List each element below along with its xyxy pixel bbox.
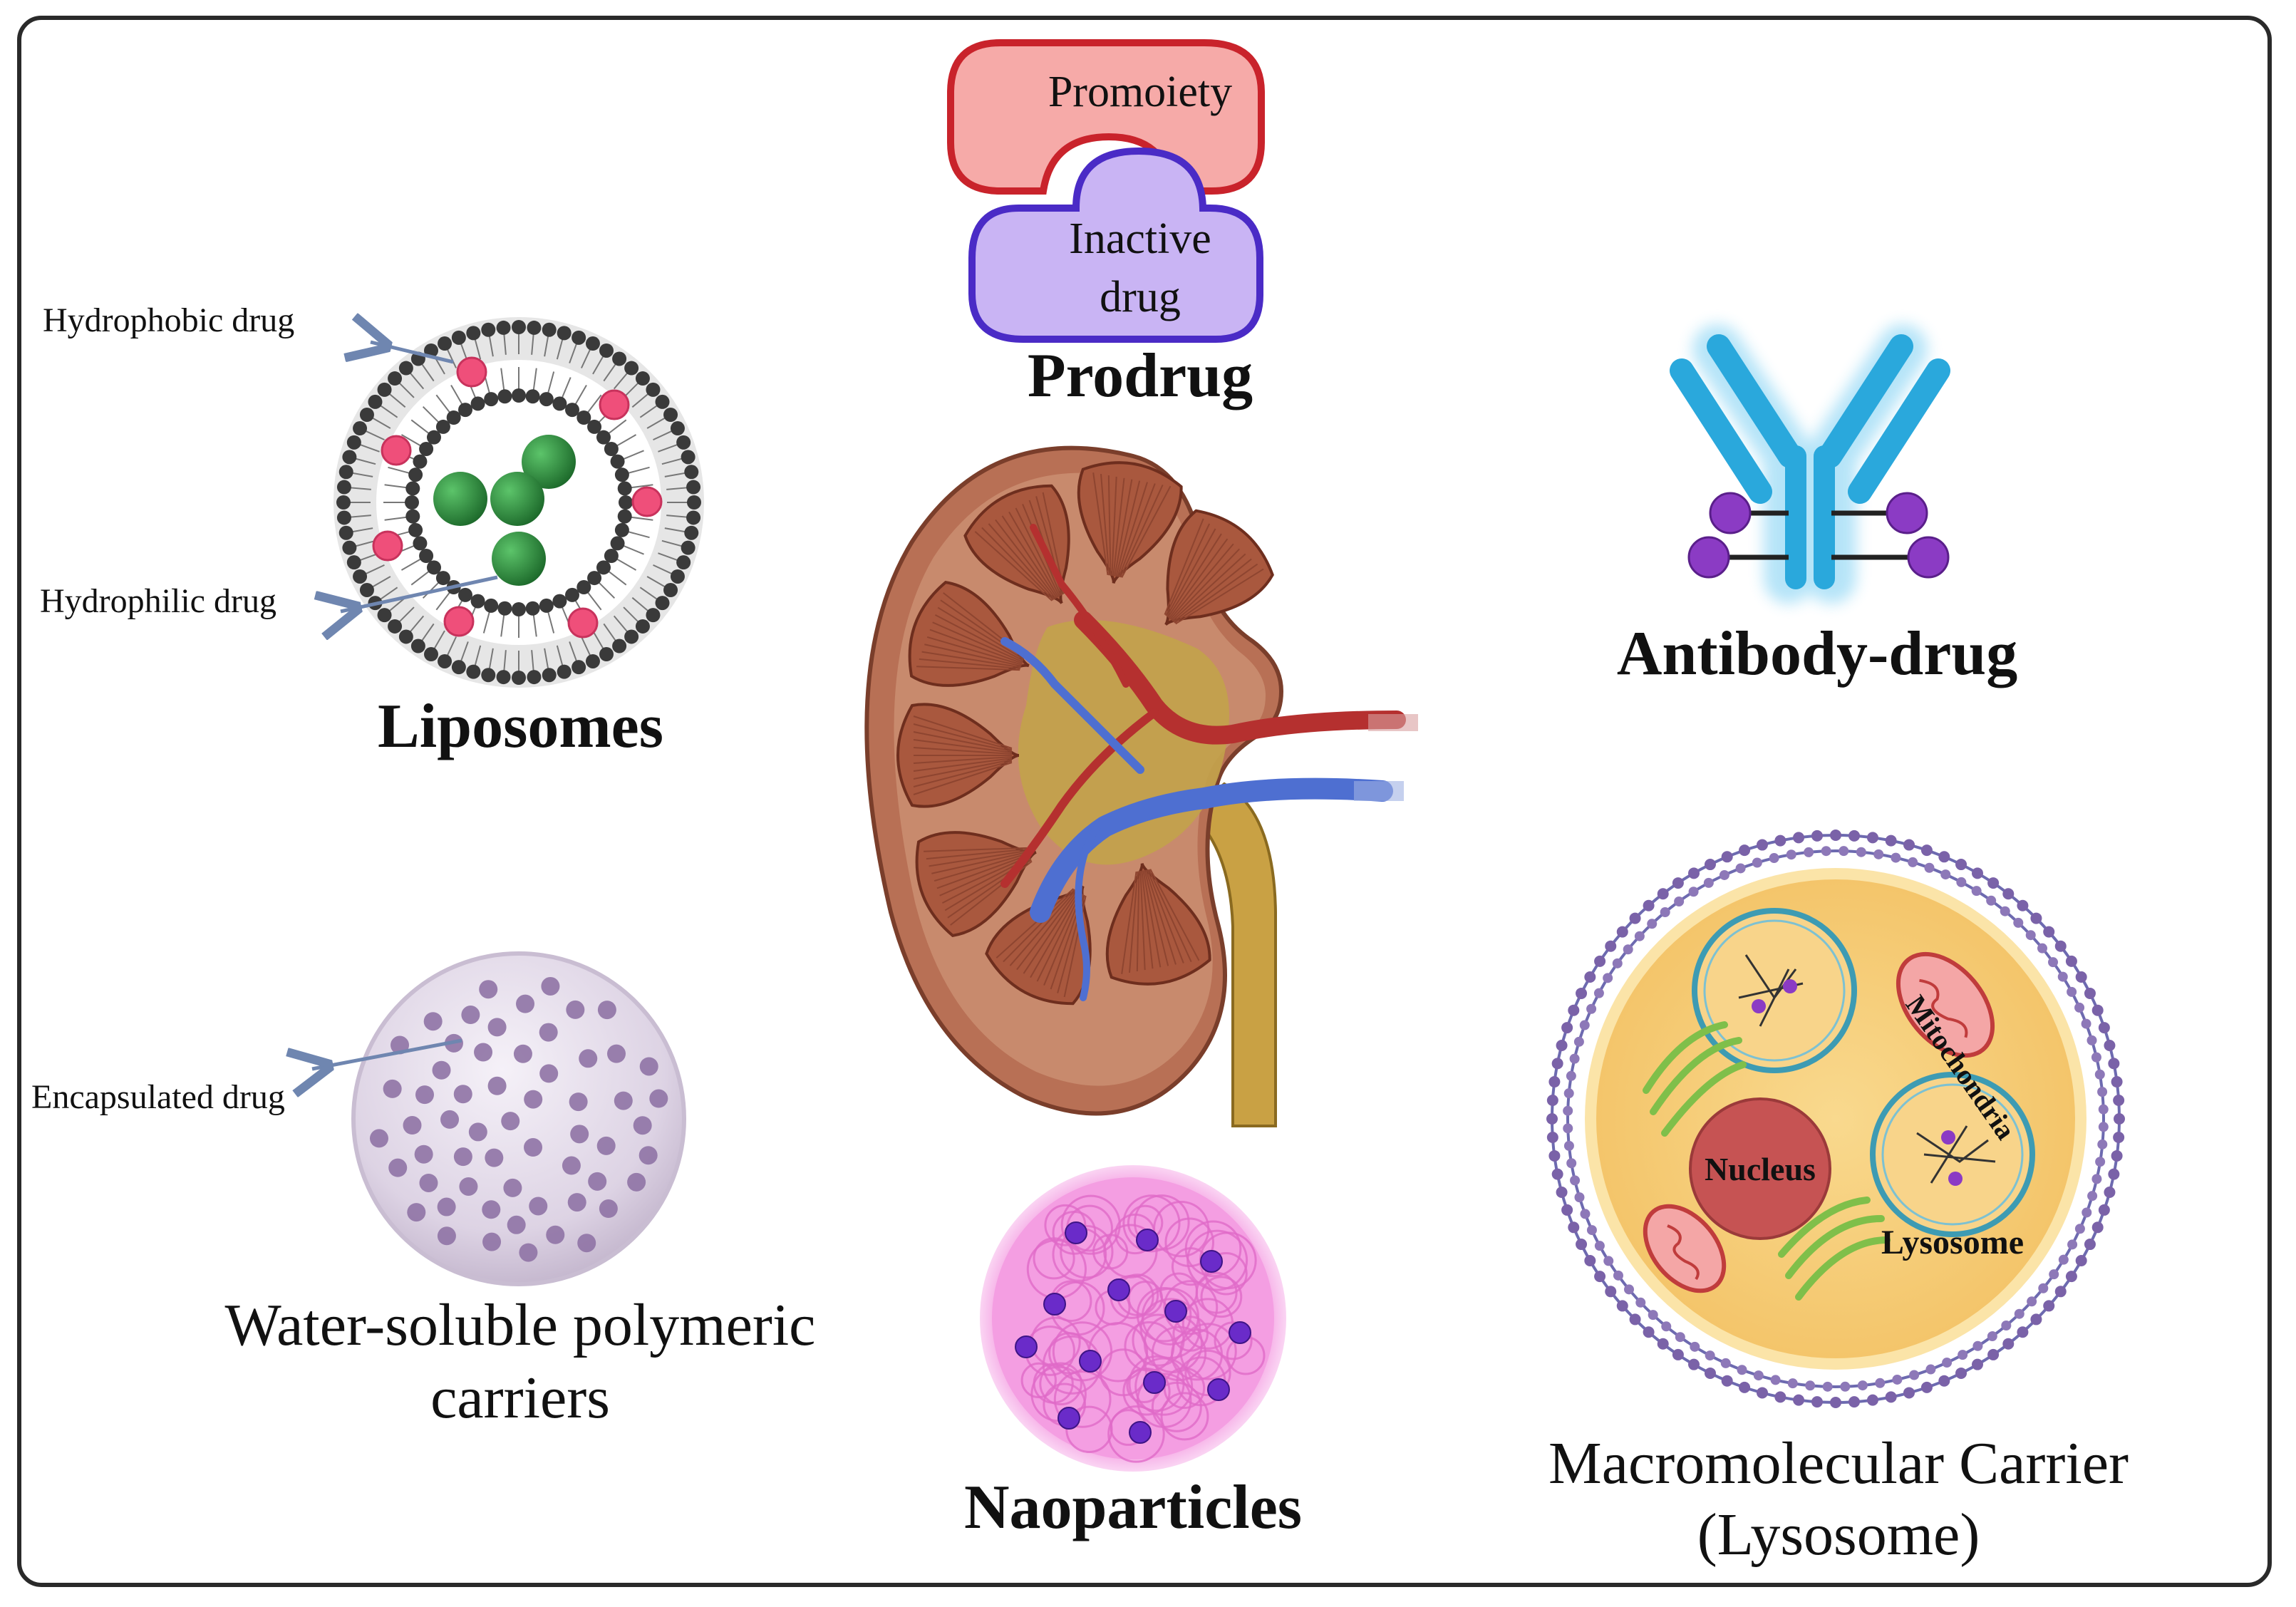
hydrophobic-drug-icon (372, 356, 663, 639)
nanoparticles-title: Naoparticles (963, 1473, 1303, 1542)
nucleus-label: Nucleus (1705, 1151, 1816, 1187)
cell-icon (1546, 830, 2125, 1408)
antibody-drug-icon (1670, 324, 1950, 604)
prodrug-icon (947, 39, 1265, 343)
polymer-carrier-icon (312, 951, 686, 1286)
encapsulated-drug-label: Encapsulated drug (31, 1078, 285, 1116)
polymer-title-line2: carriers (430, 1365, 610, 1431)
inactive-drug-label-line1: Inactive (1069, 215, 1211, 263)
mitochondria-icon (1643, 951, 1995, 1293)
renal-pyramids (896, 461, 1274, 1006)
macromolecular-title-line1: Macromolecular Carrier (1548, 1430, 2129, 1497)
cell-membrane-beads (1546, 830, 2125, 1408)
polymer-title-line1: Water-soluble polymeric (224, 1292, 816, 1358)
lysosome-label: Lysosome (1881, 1224, 2024, 1261)
lysosome-vesicle-icon (1870, 1072, 2035, 1237)
liposome-icon (336, 320, 704, 688)
liposome-inner-lipid-layer (383, 367, 654, 638)
liposomes-title: Liposomes (378, 692, 663, 761)
nucleus-icon (1689, 1097, 1831, 1240)
nanoparticle-mesh (1020, 1194, 1266, 1463)
macromolecular-title-line2: (Lysosome) (1697, 1502, 1980, 1568)
golgi-icon (1643, 1021, 1891, 1301)
figure-frame (17, 16, 2272, 1587)
antibody-drug-title: Antibody-drug (1616, 619, 2018, 688)
inactive-drug-label-line2: drug (1100, 273, 1181, 321)
liposome-outer-lipid-layer (336, 320, 701, 685)
nanoparticle-icon (980, 1165, 1286, 1472)
hydrophilic-drug-label: Hydrophilic drug (40, 582, 276, 620)
kidney-icon (864, 445, 1418, 1127)
hydrophilic-drug-icon (433, 435, 576, 586)
lysosome-vesicle-icon (1692, 908, 1857, 1073)
encapsulated-drug-dots (369, 976, 668, 1262)
promoiety-label: Promoiety (1048, 68, 1233, 116)
prodrug-title: Prodrug (1027, 341, 1253, 410)
nanoparticle-drug-dots (1015, 1221, 1251, 1444)
hydrophobic-drug-label: Hydrophobic drug (43, 301, 295, 339)
